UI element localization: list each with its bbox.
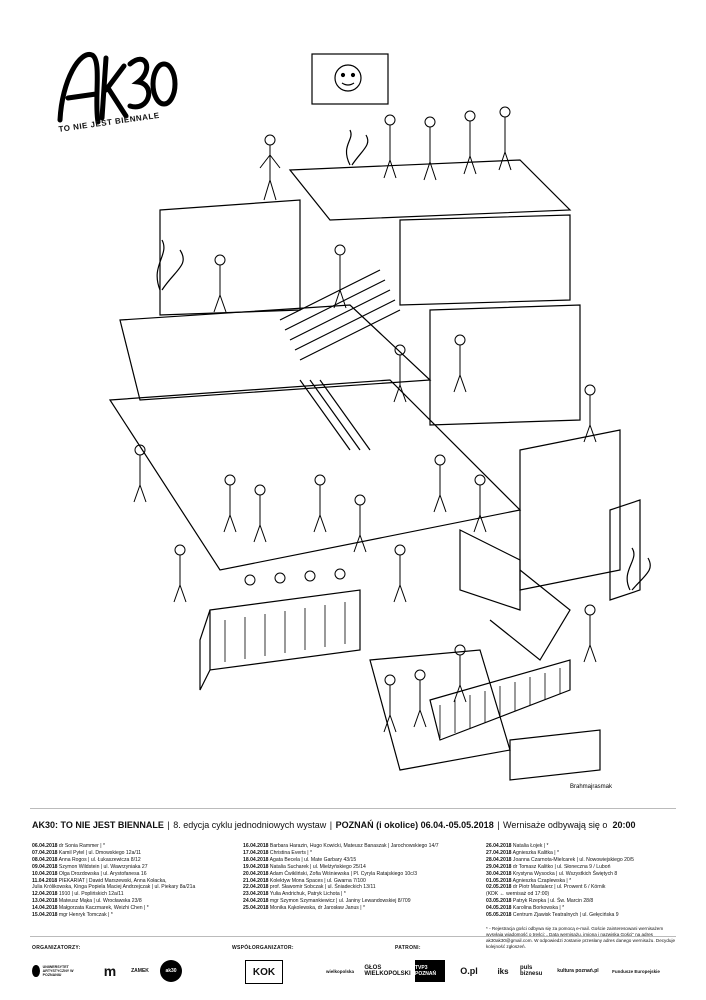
patrons-label: PATRONI: — [395, 945, 421, 951]
list-item: 01.05.2018 Agnieszka Czaplewska | * — [486, 877, 572, 884]
iks-logo: iks — [497, 966, 509, 976]
ak30-small-logo: ak30 — [160, 960, 182, 982]
organizers-label: ORGANIZATORZY: — [32, 945, 81, 951]
headline-title: AK30: TO NIE JEST BIENNALE — [32, 820, 164, 830]
list-item: 02.05.2018 dr Piotr Mastalerz | ul. Prow… — [486, 884, 606, 891]
list-item: 16.04.2018 Barbara Harazin, Hugo Kowicki… — [243, 843, 439, 849]
list-item: 26.04.2018 Natalia Łojek | * — [486, 843, 549, 849]
list-item: 08.04.2018 Anna Rogos | ul. Łukaszewicza… — [32, 856, 141, 863]
list-item: 11.04.2018 PIEKARIAT | Dawid Marszewski,… — [32, 877, 167, 884]
puls-logo: puls biznesu — [520, 965, 543, 977]
list-item: 19.04.2018 Natalia Sucharek | ul. Mielży… — [243, 863, 366, 870]
opl-logo: O.pl — [460, 966, 478, 976]
list-item: 18.04.2018 Agata Becela | ul. Mate Garba… — [243, 856, 357, 863]
list-item: 21.04.2018 Kolektyw Mona Spaces | ul. Gw… — [243, 877, 366, 884]
uap-icon — [32, 965, 40, 977]
coorganizers-label: WSPÓŁORGANIZATOR: — [232, 945, 294, 951]
headline: AK30: TO NIE JEST BIENNALE | 8. edycja c… — [32, 820, 636, 830]
schedule-column-3: 26.04.2018 Natalia Łojek | * 27.04.2018 … — [486, 843, 676, 919]
list-item: 07.04.2018 Kamil Pytel | ul. Dmowskiego … — [32, 849, 142, 856]
uap-logo: UNIWERSYTET ARTYSTYCZNY W POZNANIU — [32, 960, 92, 982]
list-item: 17.04.2018 Christina Everts | * — [243, 849, 313, 856]
tvp3-logo: TVP3 POZNAŃ — [415, 960, 445, 982]
headline-place: POZNAŃ (i okolice) 06.04.-05.05.2018 — [335, 820, 494, 830]
zamek-logo: ZAMEK — [131, 968, 149, 974]
kultura-logo: kultura poznań.pl — [557, 968, 599, 974]
list-item: 28.04.2018 Joanna Czarnota-Mielcarek | u… — [486, 856, 635, 863]
face-icon — [334, 64, 362, 92]
schedule-column-1: 06.04.2018 dr Sonia Rammer | * 07.04.201… — [32, 843, 237, 919]
list-item: 27.04.2018 Agnieszka Kalitka | * — [486, 849, 559, 856]
divider-bottom — [30, 936, 676, 937]
museum-logo: m — [103, 963, 117, 979]
list-item: (KDK ← wernisaż od 17:00) — [486, 891, 550, 898]
list-item: 25.04.2018 Monika Kąkolewska, dr Jarosła… — [243, 905, 365, 912]
list-item: 12.04.2018 1910 | ul. Poplińskich 12a/11 — [32, 891, 124, 898]
headline-edition: 8. edycja cyklu jednodniowych wystaw — [173, 820, 327, 830]
registration-note: * - Rejestracja gości odbywa się za pomo… — [486, 926, 676, 949]
list-item: 30.04.2018 Krystyna Wysocka | ul. Wszyst… — [486, 870, 618, 877]
list-item: 04.05.2018 Karolina Borkowska | * — [486, 905, 565, 912]
illustration: Brahmajrasmak — [108, 53, 651, 790]
list-item: Julia Królikowska, Kinga Popiela Maciej … — [32, 884, 196, 891]
list-item: 09.04.2018 Szymon Wildstein | ul. Wawrzy… — [32, 863, 148, 870]
headline-time: 20:00 — [612, 820, 636, 830]
sponsor-logos: UNIWERSYTET ARTYSTYCZNY W POZNANIU m ZAM… — [0, 960, 706, 984]
ak30-logo — [57, 52, 178, 125]
wall-frame — [311, 53, 389, 105]
kok-logo: KOK — [245, 960, 283, 984]
list-item: 22.04.2018 prof. Sławomir Sobczak | ul. … — [243, 884, 376, 891]
list-item: 24.04.2018 mgr Szymon Szymankiewicz | ul… — [243, 898, 411, 905]
list-item: 05.05.2018 Centrum Zjawisk Teatralnych |… — [486, 912, 619, 919]
schedule-column-2: 16.04.2018 Barbara Harazin, Hugo Kowicki… — [243, 843, 478, 912]
eu-funds-logo: Fundusze Europejskie — [612, 968, 660, 974]
divider-top — [30, 808, 676, 809]
list-item: 15.04.2018 mgr Henryk Tomczak | * — [32, 912, 113, 919]
list-item: 06.04.2018 dr Sonia Rammer | * — [32, 843, 105, 849]
artist-signature: Brahmajrasmak — [570, 784, 613, 790]
list-item: 10.04.2018 Olga Drozdowska | ul. Arystof… — [32, 870, 147, 877]
list-item: 03.05.2018 Patryk Rzepka | ul. Św. Marci… — [486, 898, 594, 905]
list-item: 29.04.2018 dr Tomasz Kalitko | ul. Słone… — [486, 863, 611, 870]
list-item: 13.04.2018 Mateusz Mąka | ul. Wrocławska… — [32, 898, 142, 905]
headline-time-label: Wernisaże odbywają się o — [503, 820, 608, 830]
list-item: 14.04.2018 Małgorzata Kaczmarek, Weizhi … — [32, 905, 149, 912]
wielkopolska-logo: wielkopolska — [325, 968, 354, 974]
glos-logo: GŁOS WIELKOPOLSKI — [364, 965, 411, 977]
list-item: 20.04.2018 Adam Ćwikliński, Zofia Wiśnie… — [243, 870, 418, 877]
list-item: 23.04.2018 Yulia Andrichuk, Patryk Licho… — [243, 891, 346, 898]
